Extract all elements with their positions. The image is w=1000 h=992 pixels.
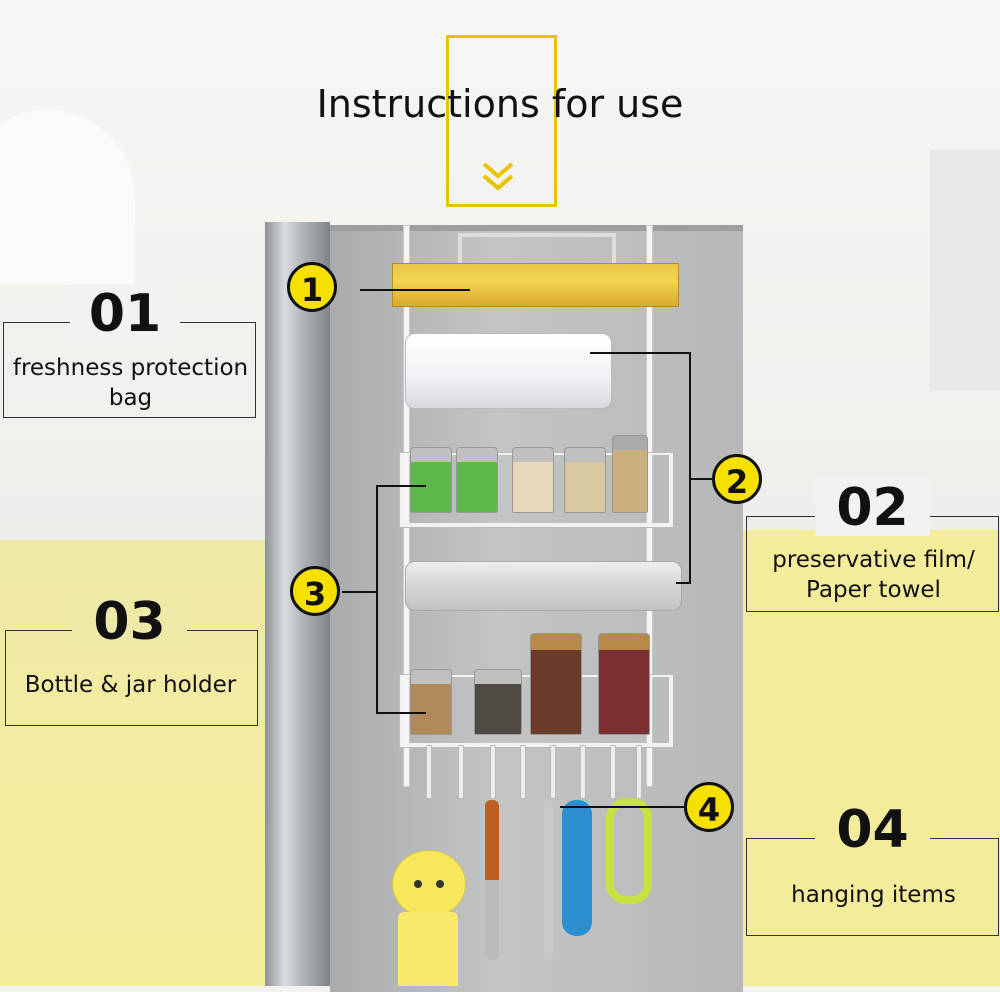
chevron-down-icon [482,162,514,191]
title-frame [446,35,557,207]
callout-01-label-line-2: bag [108,385,153,411]
leader-line-2b [689,352,691,582]
leader-line-3c [376,712,426,714]
hook [636,745,642,799]
chick-towel [388,840,468,986]
hook [580,745,586,799]
jar-spice [612,435,648,513]
film-roll [405,561,682,611]
jar-spice [410,669,452,735]
callout-02-number: 02 [815,478,930,538]
pendant-lamp [0,110,135,285]
wrap-box [392,263,679,307]
leader-line-2d [689,478,713,480]
hook [426,745,432,799]
paper-towel-roll [405,333,612,409]
hook [520,745,526,799]
marker-2: 2 [712,454,762,504]
background-cabinet [930,150,1000,390]
jar-cork [598,633,650,735]
leader-line-2c [676,582,691,584]
jar-spice [512,447,554,513]
hook [550,745,556,799]
leader-line-2a [590,352,690,354]
hook [490,745,496,799]
hook [610,745,616,799]
marker-1: 1 [287,262,337,312]
jar-spice [474,669,522,735]
rack-top-hanger [458,233,616,263]
peeler [606,798,652,904]
strainer-spoon [543,800,553,960]
callout-03-number: 03 [72,592,187,652]
jar-green [456,447,498,513]
bottle-opener [562,800,592,936]
callout-04-label-line-1: hanging items [791,882,956,908]
callout-02-label-line-1: preservative film/ [772,547,975,573]
marker-4: 4 [684,782,734,832]
rack [392,225,682,799]
callout-01-number: 01 [70,284,180,344]
callout-02-label-line-2: Paper towel [806,577,941,603]
leader-line-4 [560,806,684,808]
callout-04-number: 04 [815,800,930,860]
callout-03-label-line-1: Bottle & jar holder [24,672,237,698]
leader-line-3d [342,591,376,593]
callout-01-label-line-1: freshness protection [12,355,249,381]
jar-cork [530,633,582,735]
marker-3: 3 [290,566,340,616]
leader-line-3a [376,485,426,487]
hook [458,745,464,799]
background-yellow-panel [740,530,1000,986]
ladle [485,800,499,960]
leader-line-1 [360,289,470,291]
jar-spice [564,447,606,513]
leader-line-3b [376,485,378,713]
page-title: Instructions for use [316,82,684,126]
jar-green [410,447,452,513]
